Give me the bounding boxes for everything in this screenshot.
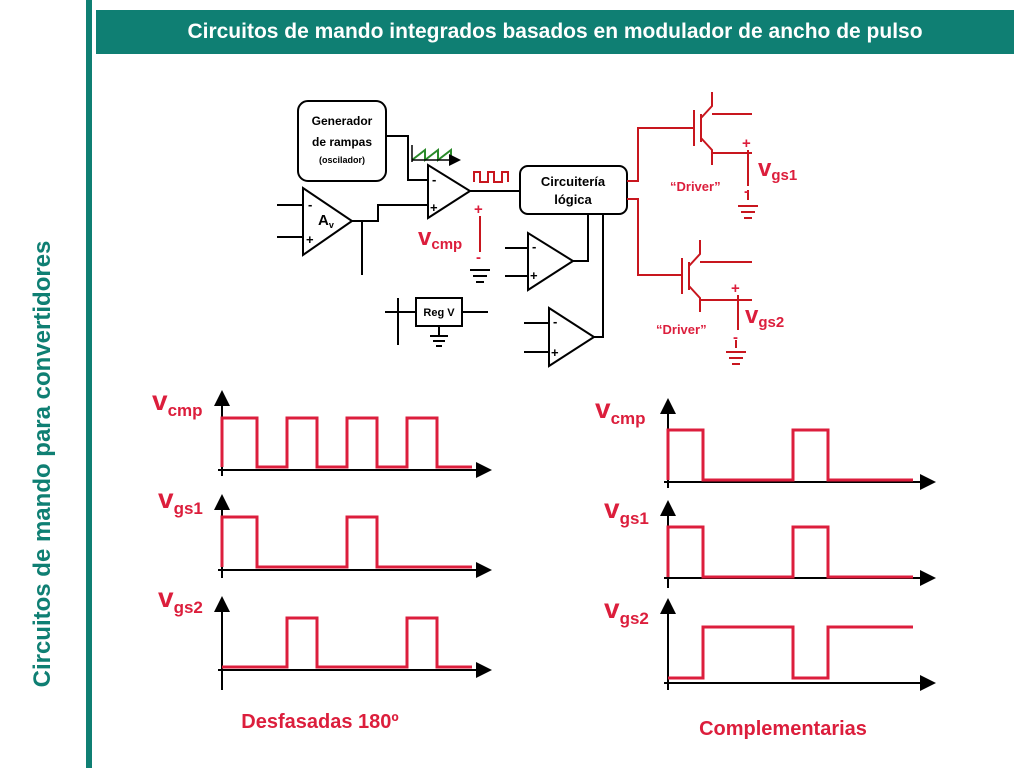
amp-minus-label: - [308, 197, 312, 212]
comparator2-triangle [527, 231, 575, 292]
ground-symbol-cmp [470, 269, 490, 283]
right-vgs2-waveform [668, 625, 913, 680]
left-caption: Desfasadas 180º [241, 711, 398, 733]
logic-block-label-1: Circuitería [541, 174, 606, 189]
vgs1-plus: + [742, 135, 751, 152]
vgs1-minus: - [744, 183, 749, 200]
regulator-label: Reg V [423, 307, 455, 319]
ramp-generator-box [297, 100, 387, 182]
ramp-generator-label-2: de rampas [312, 135, 372, 149]
comparator-triangle [427, 163, 472, 220]
vcmp-circuit-label: vcmp [418, 224, 462, 253]
cmp2-minus-label: - [532, 239, 536, 254]
waveform-axes [214, 390, 936, 691]
vgs1-circuit-label: vgs1 [758, 155, 797, 184]
vcmp-plus: + [474, 201, 483, 218]
vcmp-minus: - [476, 249, 481, 266]
page-title: Circuitos de mando integrados basados en… [96, 10, 1014, 54]
right-vgs1-label: vgs1 [604, 493, 649, 528]
vgs2-plus: + [731, 280, 740, 297]
igbt2-symbol [681, 240, 752, 312]
comparator3-triangle [548, 306, 596, 368]
amp-plus-label: + [306, 232, 314, 247]
regulator-ground [430, 335, 448, 347]
logic-to-drivers-wire [627, 127, 694, 276]
driver-stages [627, 92, 758, 365]
cmp3-minus-label: - [553, 314, 557, 329]
driver2-label: “Driver” [656, 322, 707, 337]
left-vgs2-waveform [222, 616, 472, 669]
ramp-axis-icon [411, 145, 455, 162]
amplifier-input-wires [277, 204, 303, 238]
driver1-label: “Driver” [670, 179, 721, 194]
vgs2-minus: - [733, 329, 738, 346]
driver1-ground [738, 190, 758, 219]
left-vgs1-waveform [220, 515, 472, 569]
right-vcmp-label: vcmp [595, 393, 646, 428]
logic-block-label-2: lógica [554, 192, 592, 207]
left-vcmp-label: vcmp [152, 385, 203, 420]
ramp-generator-label-1: Generador [312, 114, 373, 128]
sidebar [0, 0, 86, 768]
driver2-ground [726, 340, 746, 365]
left-vcmp-waveform [220, 416, 472, 469]
amplifier-triangle [302, 186, 354, 257]
ramp-wire [386, 135, 428, 181]
right-vcmp-waveform [666, 428, 913, 482]
left-vgs2-label: vgs2 [158, 582, 203, 617]
waveforms [220, 416, 913, 680]
vgs2-circuit-label: vgs2 [745, 302, 784, 331]
cmp1-plus-label: + [430, 200, 438, 215]
sidebar-accent-bar [86, 0, 92, 768]
amplifier-label: Av [318, 212, 334, 230]
right-vgs1-waveform [666, 525, 913, 579]
cmp1-minus-label: - [432, 172, 436, 187]
left-vgs1-label: vgs1 [158, 483, 203, 518]
cmp3-plus-label: + [551, 345, 559, 360]
circuit [277, 100, 628, 368]
right-caption: Complementarias [699, 718, 867, 740]
comparator3-wires [524, 214, 604, 353]
right-vgs2-label: vgs2 [604, 593, 649, 628]
signal-labels: “Driver” “Driver” + - vcmp + - vgs1 + - … [152, 135, 867, 740]
ramp-generator-label-3: (oscilador) [319, 155, 365, 165]
cmp2-plus-label: + [530, 268, 538, 283]
igbt1-symbol [693, 92, 752, 165]
circuit-labels: Generador de rampas (oscilador) Circuite… [306, 114, 606, 360]
regulator-wires [385, 298, 488, 345]
amplifier-output-wire [352, 204, 428, 222]
pwm-waveform-icon [473, 171, 509, 183]
comparator2-wires [505, 214, 589, 277]
logic-block-box [519, 165, 628, 215]
ramp-waveform-icon [411, 147, 452, 163]
